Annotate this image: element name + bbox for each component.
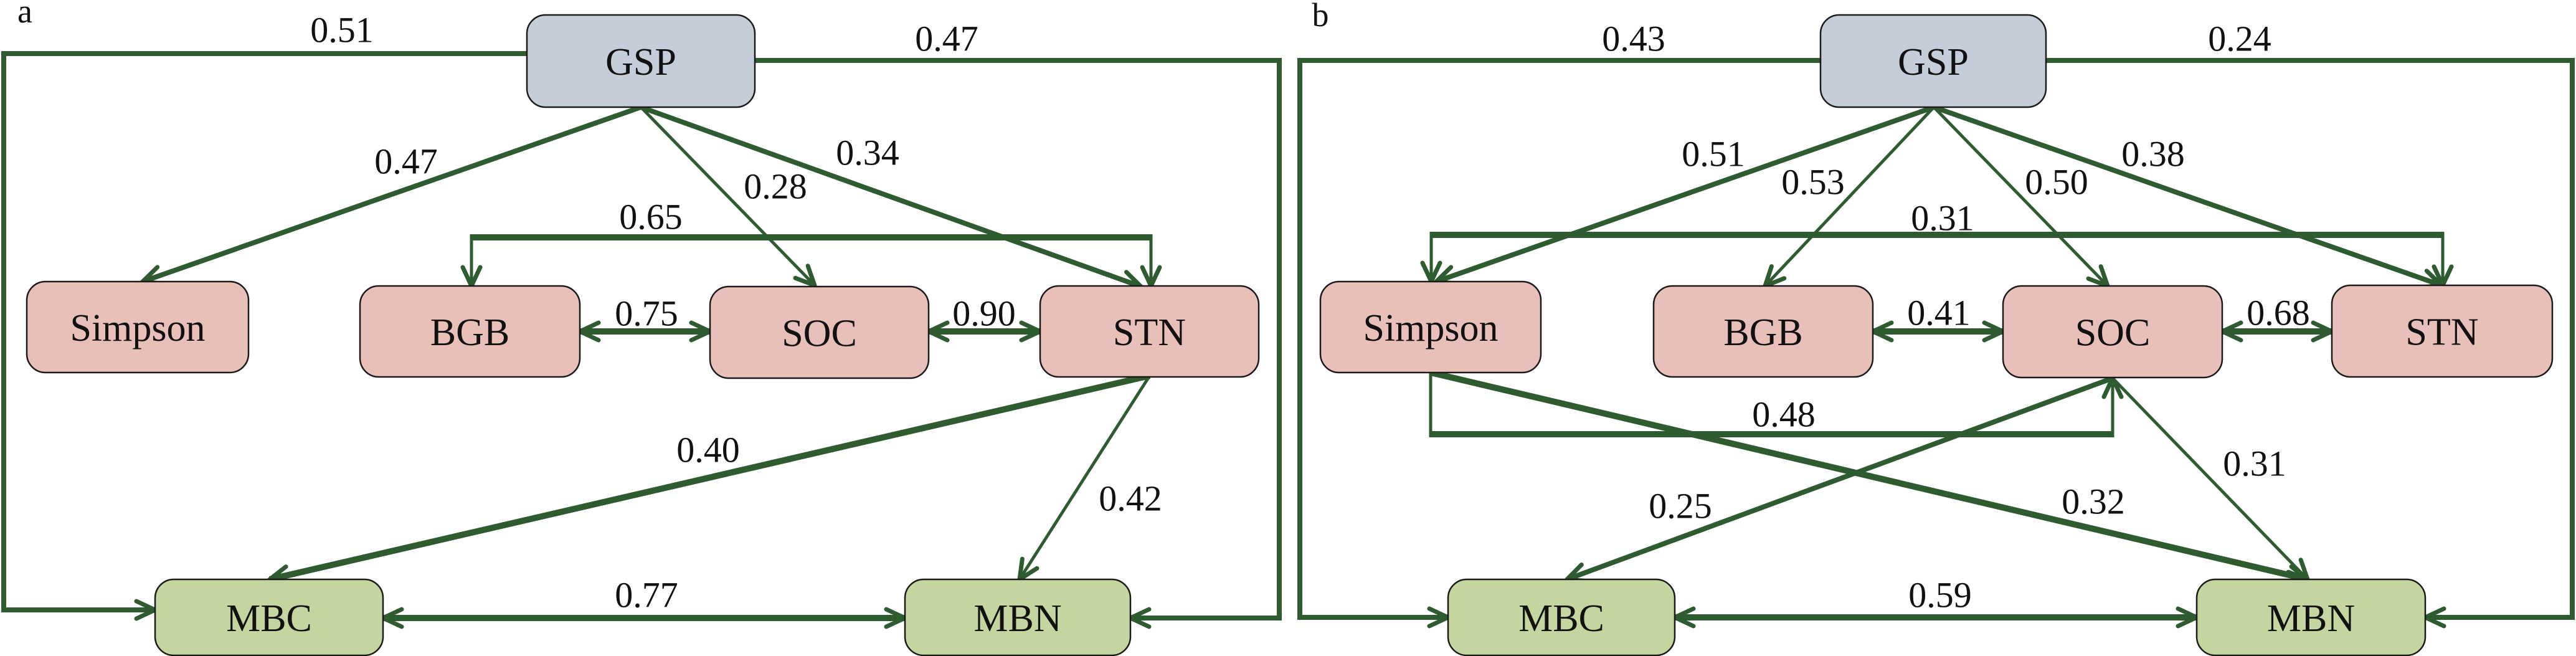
node-label: STN: [2405, 311, 2478, 354]
edge-b-simpson-stn: [1420, 232, 2454, 288]
edge-b-simpson-mbn: [1429, 369, 2310, 586]
nodes-layer: GSP Simpson BGB SOC STN MBC MBN GSP Simpson BGB SO…: [26, 14, 2554, 656]
node-label: STN: [1113, 311, 1186, 354]
node-label: GSP: [605, 41, 676, 83]
edge-line: [1429, 369, 2309, 582]
edge-a-stn-mbc: [267, 373, 1151, 586]
edge-line: [1933, 105, 2443, 288]
edge-line: [2046, 58, 2575, 620]
node-box: [1319, 280, 1542, 374]
arrow-head-icon: [793, 264, 817, 288]
node-box: [26, 280, 250, 374]
node-box: [1819, 14, 2047, 108]
node-b-bgb: BGB: [1652, 285, 1874, 378]
node-b-soc: SOC: [2002, 285, 2223, 379]
node-label: BGB: [1723, 311, 1802, 354]
edge-line: [141, 105, 642, 284]
panel-label-b: b: [1312, 0, 1329, 34]
path-coefficient-b-gsp-mbc: 0.43: [1602, 19, 1665, 59]
node-box: [154, 578, 384, 656]
path-coefficient-b-mbc-mbn: 0.59: [1908, 575, 1972, 616]
node-label: GSP: [1898, 41, 1969, 83]
node-box: [2002, 285, 2223, 379]
node-b-stn: STN: [2331, 284, 2554, 378]
path-coefficient-a-gsp-soc: 0.28: [744, 166, 807, 207]
node-b-mbc: MBC: [1447, 578, 1676, 656]
path-coefficient-b-simpson-stn: 0.31: [1911, 198, 1974, 239]
node-box: [1447, 578, 1676, 656]
node-box: [904, 578, 1132, 656]
node-a-soc: SOC: [709, 285, 930, 379]
node-label: MBC: [1518, 597, 1604, 640]
path-coefficient-a-stn-mbn: 0.42: [1099, 478, 1162, 519]
node-b-simpson: Simpson: [1319, 280, 1542, 374]
edge-line: [2111, 377, 2309, 581]
path-coefficient-b-gsp-bgb: 0.53: [1781, 162, 1845, 202]
path-coefficient-b-simpson-soc: 0.48: [1752, 394, 1816, 435]
node-label: MBN: [2267, 597, 2355, 640]
path-coefficient-b-soc-stn: 0.68: [2247, 293, 2310, 333]
path-coefficient-a-gsp-simpson: 0.47: [374, 141, 438, 182]
path-coefficient-a-gsp-stn: 0.34: [836, 133, 899, 173]
path-coefficient-a-gsp-mbc: 0.51: [310, 10, 374, 50]
path-coefficient-a-stn-mbc: 0.40: [676, 430, 740, 470]
edge-b-soc-mbc: [1565, 376, 2114, 584]
node-a-stn: STN: [1039, 285, 1260, 378]
edge-line: [1764, 106, 1935, 287]
edge-line: [1933, 106, 2109, 287]
path-coefficient-a-gsp-mbn: 0.47: [915, 19, 978, 59]
node-a-simpson: Simpson: [26, 280, 250, 374]
path-coefficient-b-simpson-mbn: 0.32: [2062, 482, 2125, 522]
node-label: MBC: [226, 597, 312, 640]
path-coefficient-a-mbc-mbn: 0.77: [615, 575, 678, 616]
node-a-gsp: GSP: [526, 14, 756, 108]
path-coefficient-b-gsp-mbn: 0.24: [2208, 19, 2271, 59]
edge-line: [1566, 376, 2114, 582]
edge-line: [640, 106, 816, 287]
edge-labels-layer: 0.51 0.47 0.47 0.28 0.34 0.65 0.75 0.90 0.40 0.42…: [310, 10, 2310, 616]
node-label: SOC: [782, 313, 857, 355]
path-coefficient-b-gsp-stn: 0.38: [2121, 134, 2185, 174]
node-b-mbn: MBN: [2195, 578, 2427, 656]
edge-a-gsp-soc: [640, 106, 817, 288]
path-coefficient-a-bgb-stn: 0.65: [619, 197, 683, 237]
edge-line: [1297, 58, 1821, 620]
node-label: BGB: [430, 311, 509, 354]
node-box: [1652, 285, 1874, 378]
path-coefficient-b-gsp-soc: 0.50: [2025, 162, 2088, 202]
path-coefficient-a-soc-stn: 0.90: [952, 293, 1016, 334]
edge-a-gsp-simpson: [140, 105, 642, 286]
edge-line: [1018, 374, 1152, 581]
node-label: SOC: [2075, 312, 2151, 354]
node-a-mbn: MBN: [904, 578, 1132, 656]
edge-line: [268, 373, 1151, 582]
node-label: Simpson: [70, 307, 205, 349]
node-box: [2195, 578, 2427, 656]
node-box: [1039, 285, 1260, 378]
arrow-head-icon: [1017, 556, 1039, 582]
node-b-gsp: GSP: [1819, 14, 2047, 108]
node-label: Simpson: [1363, 307, 1498, 349]
edge-b-gsp-stn: [1933, 105, 2444, 290]
node-box: [359, 285, 581, 378]
edge-line: [640, 105, 1142, 289]
edge-line: [1435, 105, 1935, 284]
node-box: [709, 285, 930, 379]
node-box: [2331, 284, 2554, 378]
path-coefficient-b-bgb-soc: 0.41: [1907, 293, 1971, 333]
panel-label-a: a: [17, 0, 32, 30]
edge-line: [755, 58, 1282, 620]
path-coefficient-b-gsp-simpson: 0.51: [1682, 134, 1745, 174]
edge-line: [1, 51, 527, 612]
node-a-mbc: MBC: [154, 578, 384, 656]
edge-a-stn-mbn: [1017, 374, 1152, 582]
path-coefficient-a-bgb-soc: 0.75: [615, 293, 678, 334]
path-coefficient-b-soc-mbn: 0.31: [2223, 444, 2286, 484]
node-label: MBN: [973, 597, 1061, 640]
node-box: [526, 14, 756, 108]
path-coefficient-b-soc-mbc: 0.25: [1649, 486, 1712, 526]
node-a-bgb: BGB: [359, 285, 581, 378]
